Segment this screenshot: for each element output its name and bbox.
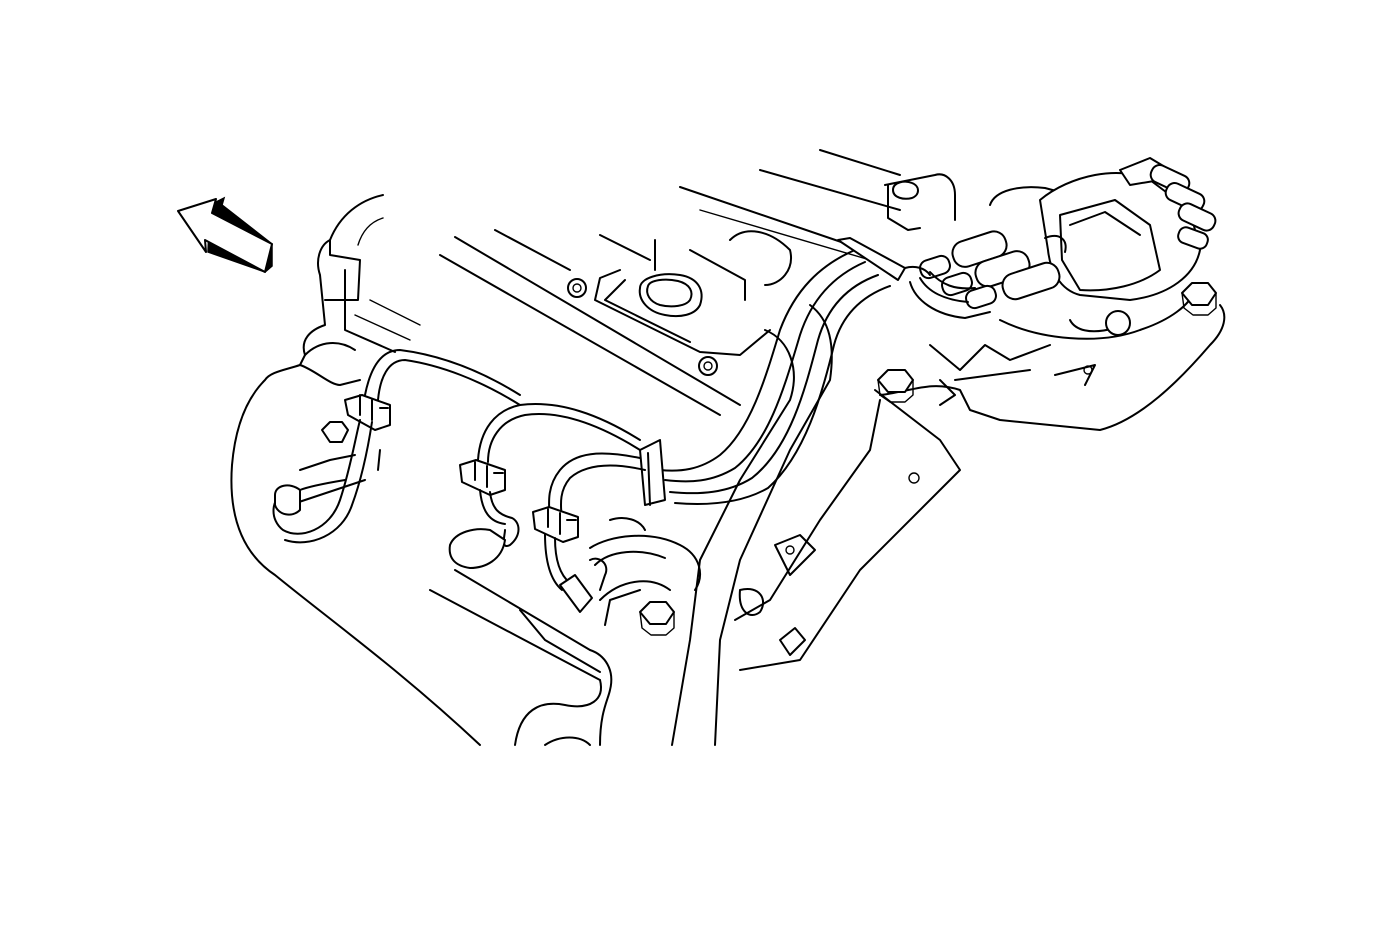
engine-block-outline	[230, 149, 901, 746]
cylinder-head-cover	[567, 269, 771, 376]
spark-plug-boot	[919, 230, 1061, 310]
wire-clip	[344, 394, 579, 543]
distributor-cap	[1039, 157, 1217, 301]
mounting-bolt	[321, 282, 1217, 636]
intake-runner-detail	[589, 517, 701, 626]
ignition-distributor	[879, 173, 1226, 431]
spark-plug-wire-runs	[272, 419, 608, 613]
spark-plug-wire-bundle	[364, 237, 991, 521]
direction-arrow-icon	[177, 196, 273, 273]
